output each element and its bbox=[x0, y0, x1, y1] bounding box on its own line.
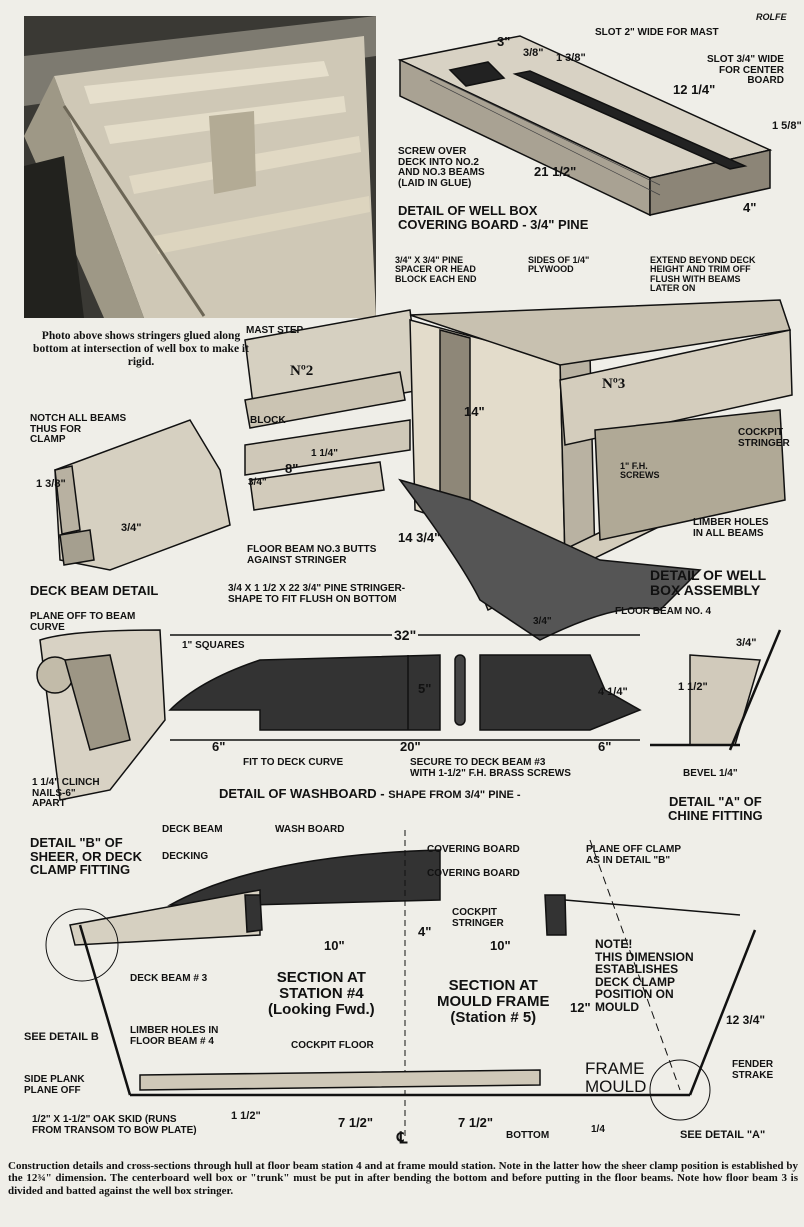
dim-1-5-8in: 1 5/8" bbox=[772, 120, 802, 132]
fit-deck-label: FIT TO DECK CURVE bbox=[243, 757, 344, 768]
dim-8in: 8" bbox=[285, 461, 299, 476]
clinch-nails-label: 1 1/4" CLINCH NAILS-6" APART bbox=[32, 777, 100, 809]
dim-4in-section: 4" bbox=[418, 924, 432, 939]
block-label: BLOCK bbox=[250, 415, 286, 426]
signature: ROLFE bbox=[756, 12, 787, 22]
dim-21-1-2in: 21 1/2" bbox=[534, 164, 577, 179]
sides-label: SIDES OF 1/4" PLYWOOD bbox=[528, 255, 590, 275]
see-detail-b-label: SEE DETAIL B bbox=[24, 1031, 99, 1043]
wash-board-label: WASH BOARD bbox=[275, 824, 345, 835]
dim-1-3-8in: 1 3/8" bbox=[556, 52, 586, 64]
dim-1-1-4in: 1 1/4" bbox=[311, 448, 338, 459]
dim-10in-a: 10" bbox=[324, 938, 345, 953]
covering-board-title: DETAIL OF WELL BOX COVERING BOARD - 3/4"… bbox=[398, 203, 589, 232]
plane-off-label: PLANE OFF TO BEAM CURVE bbox=[30, 611, 136, 633]
dim-7-1-2in-a: 7 1/2" bbox=[338, 1115, 374, 1130]
screw-note: SCREW OVER DECK INTO NO.2 AND NO.3 BEAMS… bbox=[398, 146, 485, 189]
dim-3-4in-a: 3/4" bbox=[248, 477, 267, 488]
deck-beam-label: DECK BEAM bbox=[162, 824, 223, 835]
washboard-drawing bbox=[168, 634, 642, 741]
fender-strake-label: FENDER STRAKE bbox=[732, 1059, 774, 1081]
station4-title: SECTION AT STATION #4 (Looking Fwd.) bbox=[268, 969, 375, 1018]
dim-1-3-8in-beam: 1 3/8" bbox=[36, 478, 66, 490]
centerline-mark: ℄ bbox=[397, 1130, 408, 1147]
dim-3-8in: 3/8" bbox=[523, 47, 544, 59]
frame-mould-label: FRAME MOULD bbox=[585, 1059, 647, 1096]
side-plank-label: SIDE PLANK PLANE OFF bbox=[24, 1074, 85, 1096]
figure-caption: Construction details and cross-sections … bbox=[8, 1160, 798, 1197]
photo-caption: Photo above shows stringers glued along … bbox=[33, 330, 249, 369]
squares-label: 1" SQUARES bbox=[182, 640, 245, 651]
spacer-label: 3/4" X 3/4" PINE SPACER OR HEAD BLOCK EA… bbox=[395, 255, 477, 284]
covering-board-drawing bbox=[397, 35, 773, 217]
hull-sections-drawing bbox=[45, 830, 757, 1140]
oak-skid-label: 1/2" X 1-1/2" OAK SKID (RUNS FROM TRANSO… bbox=[32, 1114, 197, 1136]
dim-20in: 20" bbox=[400, 739, 421, 754]
mould-frame-title: SECTION AT MOULD FRAME (Station # 5) bbox=[437, 977, 550, 1026]
dim-6in-b: 6" bbox=[598, 739, 612, 754]
beam-no3-label: Nº3 bbox=[602, 376, 626, 392]
decking-label: DECKING bbox=[162, 851, 209, 862]
dim-12-1-4in: 12 1/4" bbox=[673, 82, 716, 97]
bevel-label: BEVEL 1/4" bbox=[683, 768, 738, 779]
dim-12in: 12" bbox=[570, 1000, 591, 1015]
deck-beam3-label: DECK BEAM # 3 bbox=[130, 973, 208, 984]
notch-label: NOTCH ALL BEAMS THUS FOR CLAMP bbox=[30, 413, 127, 445]
beam-no2-label: Nº2 bbox=[290, 363, 314, 379]
floor-beam4-label: FLOOR BEAM NO. 4 bbox=[615, 606, 712, 617]
see-detail-a-label: SEE DETAIL "A" bbox=[680, 1129, 766, 1141]
detail-a-title: DETAIL "A" OF CHINE FITTING bbox=[668, 794, 763, 823]
deck-beam-detail-title: DECK BEAM DETAIL bbox=[30, 583, 159, 598]
floor-beam3-label: FLOOR BEAM NO.3 BUTTS AGAINST STRINGER bbox=[247, 544, 377, 566]
bottom-label: BOTTOM bbox=[506, 1130, 550, 1141]
dim-1-1-2in: 1 1/2" bbox=[231, 1110, 261, 1122]
washboard-title: DETAIL OF WASHBOARD - SHAPE FROM 3/4" PI… bbox=[219, 786, 521, 801]
dim-7-1-2in-b: 7 1/2" bbox=[458, 1115, 494, 1130]
dim-12-3-4in: 12 3/4" bbox=[726, 1013, 766, 1027]
dim-3-4in-chine: 3/4" bbox=[736, 637, 757, 649]
dim-32in: 32" bbox=[392, 627, 419, 643]
slot-mast-label: SLOT 2" WIDE FOR MAST bbox=[595, 27, 719, 38]
limber-holes-label: LIMBER HOLES IN ALL BEAMS bbox=[693, 517, 769, 539]
dim-1-4: 1/4 bbox=[591, 1124, 605, 1135]
detail-b-title: DETAIL "B" OF SHEER, OR DECK CLAMP FITTI… bbox=[30, 835, 142, 878]
covering-board-label-2: COVERING BOARD bbox=[427, 868, 520, 879]
dim-4in: 4" bbox=[743, 200, 757, 215]
dim-4-1-4in: 4 1/4" bbox=[598, 686, 628, 698]
detail-b-drawing bbox=[36, 629, 166, 801]
cockpit-floor-label: COCKPIT FLOOR bbox=[291, 1040, 374, 1051]
dim-3in: 3" bbox=[497, 34, 511, 49]
boat-photo bbox=[24, 16, 376, 318]
note-label: NOTE! THIS DIMENSION ESTABLISHES DECK CL… bbox=[595, 937, 694, 1014]
dim-6in-a: 6" bbox=[212, 739, 226, 754]
screws-label: 1" F.H. SCREWS bbox=[620, 461, 660, 481]
well-box-assembly-drawing bbox=[244, 299, 793, 641]
section-cockpit-stringer-label: COCKPIT STRINGER bbox=[452, 907, 504, 929]
dim-5in: 5" bbox=[418, 681, 432, 696]
limber4-label: LIMBER HOLES IN FLOOR BEAM # 4 bbox=[130, 1025, 219, 1047]
dim-14in: 14" bbox=[464, 404, 485, 419]
extend-label: EXTEND BEYOND DECK HEIGHT AND TRIM OFF F… bbox=[650, 255, 756, 294]
pine-stringer-label: 3/4 X 1 1/2 X 22 3/4" PINE STRINGER- SHA… bbox=[228, 583, 406, 605]
dim-10in-b: 10" bbox=[490, 938, 511, 953]
detail-a-drawing bbox=[650, 629, 782, 751]
dim-3-4in-b: 3/4" bbox=[533, 616, 552, 627]
plane-clamp-label: PLANE OFF CLAMP AS IN DETAIL "B" bbox=[586, 844, 681, 866]
well-box-title: DETAIL OF WELL BOX ASSEMBLY bbox=[650, 567, 767, 598]
mast-step-label: MAST STEP bbox=[246, 325, 304, 336]
cockpit-stringer-label: COCKPIT STRINGER bbox=[738, 427, 790, 449]
covering-board-label-1: COVERING BOARD bbox=[427, 844, 520, 855]
deck-beam-detail-drawing bbox=[54, 419, 231, 571]
dim-14-3-4in: 14 3/4" bbox=[398, 530, 441, 545]
slot-board-label: SLOT 3/4" WIDE FOR CENTER BOARD bbox=[707, 54, 784, 86]
secure-label: SECURE TO DECK BEAM #3 WITH 1-1/2" F.H. … bbox=[410, 757, 571, 779]
dim-1-1-2in-chine: 1 1/2" bbox=[678, 681, 708, 693]
dim-3-4in-beam: 3/4" bbox=[121, 522, 142, 534]
